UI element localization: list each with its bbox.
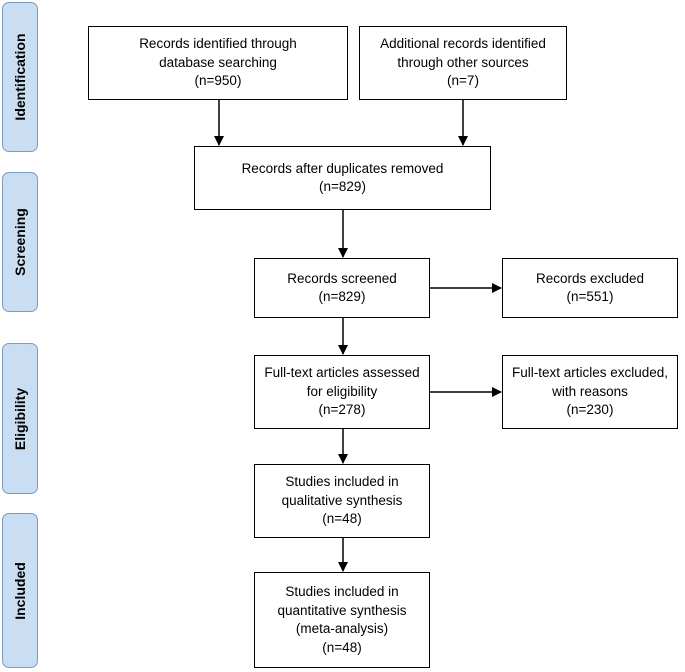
box-line: Records identified through <box>139 36 297 52</box>
box-line: Records after duplicates removed <box>241 160 444 176</box>
box-records-screened: Records screened (n=829) <box>254 258 430 318</box>
box-line: with reasons <box>552 383 628 399</box>
box-line: Full-text articles excluded, <box>511 365 669 381</box>
box-records-excluded: Records excluded (n=551) <box>502 258 678 318</box>
box-line: (n=48) <box>322 639 362 655</box>
box-quantitative-synthesis: Studies included in quantitative synthes… <box>254 572 430 668</box>
box-line: Studies included in <box>285 584 399 599</box>
box-line: (n=230) <box>566 402 614 418</box>
phase-identification: Identification <box>2 2 38 152</box>
box-line: Additional records identified <box>380 36 546 52</box>
box-other-sources: Additional records identified through ot… <box>359 26 567 100</box>
box-line: (n=551) <box>566 289 614 304</box>
box-line: Records screened <box>287 270 397 286</box>
box-line: for eligibility <box>306 383 378 399</box>
box-line: (n=829) <box>318 289 366 304</box>
box-fulltext-excluded: Full-text articles excluded, with reason… <box>502 355 678 429</box>
box-line: database searching <box>159 54 277 70</box>
box-line: through other sources <box>397 54 529 70</box>
box-qualitative-synthesis: Studies included in qualitative synthesi… <box>254 464 430 538</box>
box-line: (n=7) <box>447 73 479 89</box>
box-line: quantitative synthesis <box>277 602 407 618</box>
box-line: (n=829) <box>319 179 366 194</box>
box-line: (n=950) <box>194 73 242 89</box>
box-line: Records excluded <box>535 270 645 286</box>
phase-included: Included <box>2 513 38 668</box>
box-duplicates-removed: Records after duplicates removed (n=829) <box>194 146 491 210</box>
box-line: (meta-analysis) <box>295 621 389 636</box>
box-line: (n=48) <box>322 511 362 527</box>
box-line: (n=278) <box>318 402 366 418</box>
phase-eligibility: Eligibility <box>2 343 38 494</box>
box-line: Studies included in <box>285 474 399 490</box>
box-line: Full-text articles assessed <box>264 365 420 381</box>
box-line: qualitative synthesis <box>281 492 403 508</box>
box-database-searching: Records identified through database sear… <box>88 26 348 100</box>
phase-screening: Screening <box>2 172 38 312</box>
box-fulltext-assessed: Full-text articles assessed for eligibil… <box>254 355 430 429</box>
